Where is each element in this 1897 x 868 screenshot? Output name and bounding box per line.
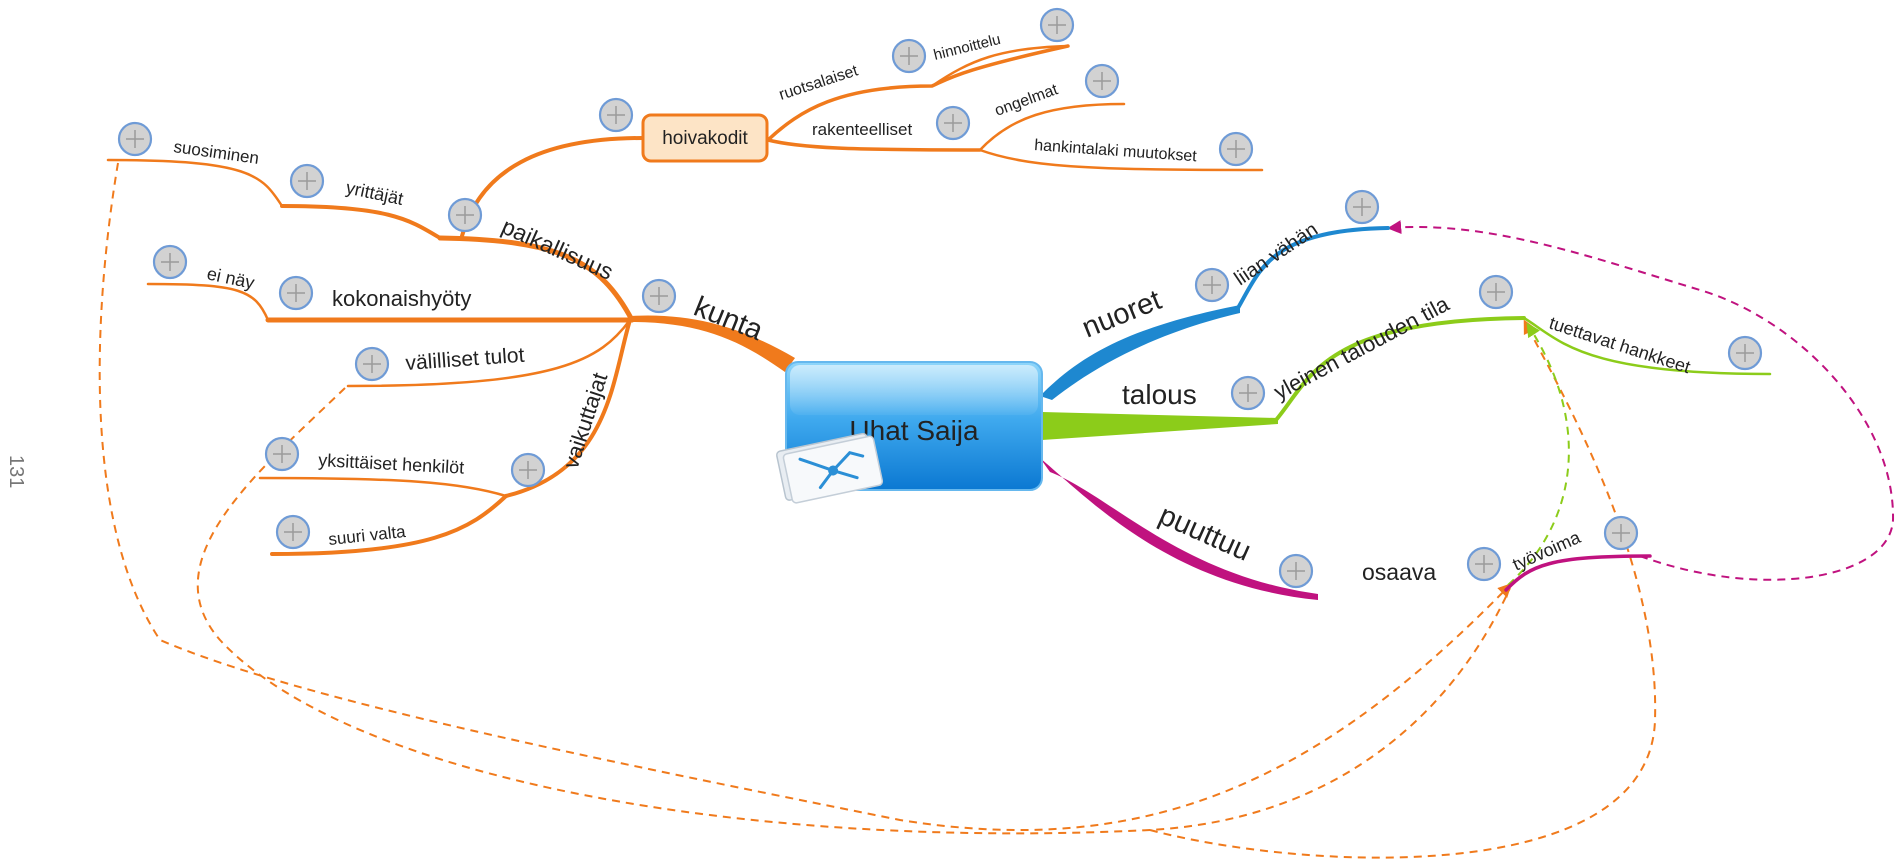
collapse-icon[interactable]	[1194, 267, 1230, 303]
line-yksittaiset	[258, 476, 508, 498]
line-ei-nay	[146, 282, 270, 322]
relation-valilliset-tulot-tyovoima[interactable]	[196, 387, 1511, 835]
branch-talous[interactable]	[1042, 412, 1278, 440]
line-liian-vahan	[1236, 226, 1390, 310]
collapse-icon[interactable]	[354, 346, 390, 382]
collapse-icon[interactable]	[1344, 189, 1380, 225]
topic-tyovoima[interactable]: työvoima	[1509, 527, 1584, 575]
collapse-icon[interactable]	[1218, 131, 1254, 167]
topic-liian-vahan[interactable]: liian vähän	[1230, 218, 1322, 290]
line-tuettavat	[1522, 316, 1772, 376]
relation-tyovoima-liian-vahan[interactable]	[1387, 220, 1895, 581]
collapse-icon[interactable]	[641, 278, 677, 314]
collapse-icon[interactable]	[278, 275, 314, 311]
collapse-icon[interactable]	[935, 105, 971, 141]
line-ongelmat	[978, 102, 1126, 152]
topic-labels: kunta paikallisuus hoivakodit ruotsalais…	[172, 31, 1692, 585]
expand-buttons	[117, 7, 1763, 589]
collapse-icon[interactable]	[1039, 7, 1075, 43]
topic-kokonaishyoty[interactable]: kokonaishyöty	[332, 286, 471, 311]
collapse-icon[interactable]	[275, 514, 311, 550]
topic-ongelmat[interactable]: ongelmat	[993, 81, 1061, 120]
line-hankintalaki	[978, 148, 1264, 172]
branch-kunta[interactable]	[630, 315, 795, 372]
topic-hoivakodit-label: hoivakodit	[662, 128, 748, 149]
collapse-icon[interactable]	[1466, 546, 1502, 582]
topic-vaikuttajat[interactable]: vaikuttajat	[558, 370, 612, 472]
line-paikallisuus	[437, 235, 635, 323]
relation-suosiminen-tyovoima[interactable]	[98, 162, 1512, 831]
collapse-icon[interactable]	[510, 452, 546, 488]
topic-paikallisuus[interactable]: paikallisuus	[498, 213, 617, 285]
collapse-icon[interactable]	[1727, 335, 1763, 371]
topic-puuttuu[interactable]: puuttuu	[1154, 499, 1255, 568]
collapse-icon[interactable]	[891, 38, 927, 74]
central-topic[interactable]: Uhat Saija	[775, 361, 1043, 505]
line-hinnoittelu	[930, 44, 1070, 88]
mindmap-thumbnail-icon	[775, 432, 884, 504]
topic-talous[interactable]: talous	[1122, 379, 1197, 410]
collapse-icon[interactable]	[1278, 553, 1314, 589]
topic-yksittaiset-henkilot[interactable]: yksittäiset henkilöt	[318, 450, 465, 478]
right-lines	[1236, 226, 1772, 592]
page-number: 131	[5, 455, 27, 488]
line-rakenteelliset	[766, 138, 982, 152]
collapse-icon[interactable]	[152, 244, 188, 280]
collapse-icon[interactable]	[1478, 274, 1514, 310]
topic-ruotsalaiset[interactable]: ruotsalaiset	[777, 62, 861, 104]
relationship-lines	[98, 162, 1895, 859]
topic-yrittajat[interactable]: yrittäjät	[344, 177, 405, 209]
line-tyovoima	[1504, 554, 1652, 592]
collapse-icon[interactable]	[117, 121, 153, 157]
topic-valilliset-tulot[interactable]: välilliset tulot	[405, 344, 526, 375]
collapse-icon[interactable]	[264, 436, 300, 472]
line-yrittajat	[280, 204, 442, 240]
topic-hankintalaki-muutokset[interactable]: hankintalaki muutokset	[1034, 137, 1198, 165]
branch-nuoret[interactable]	[1040, 305, 1240, 400]
line-yleinen-tila	[1274, 316, 1526, 422]
collapse-icon[interactable]	[447, 197, 483, 233]
line-hoivakodit	[460, 136, 645, 238]
topic-yleinen-talouden-tila[interactable]: yleinen talouden tila	[1270, 291, 1454, 405]
line-suuri-valta	[270, 494, 508, 556]
collapse-icon[interactable]	[289, 163, 325, 199]
line-valilliset-tulot	[346, 318, 632, 388]
collapse-icon[interactable]	[1230, 375, 1266, 411]
main-branches	[630, 305, 1318, 600]
relation-orange-to-tuettavat[interactable]	[1149, 319, 1657, 859]
relation-tyovoima-yleinen-tila[interactable]	[1507, 322, 1570, 586]
line-suosiminen	[106, 158, 284, 208]
line-vaikuttajat	[504, 318, 632, 498]
collapse-icon[interactable]	[1603, 515, 1639, 551]
topic-rakenteelliset[interactable]: rakenteelliset	[812, 120, 912, 139]
topic-hinnoittelu[interactable]: hinnoittelu	[932, 31, 1002, 64]
hoivakodit-topic[interactable]	[641, 113, 769, 163]
collapse-icon[interactable]	[1084, 63, 1120, 99]
collapse-icon[interactable]	[598, 97, 634, 133]
topic-osaava[interactable]: osaava	[1362, 559, 1436, 585]
